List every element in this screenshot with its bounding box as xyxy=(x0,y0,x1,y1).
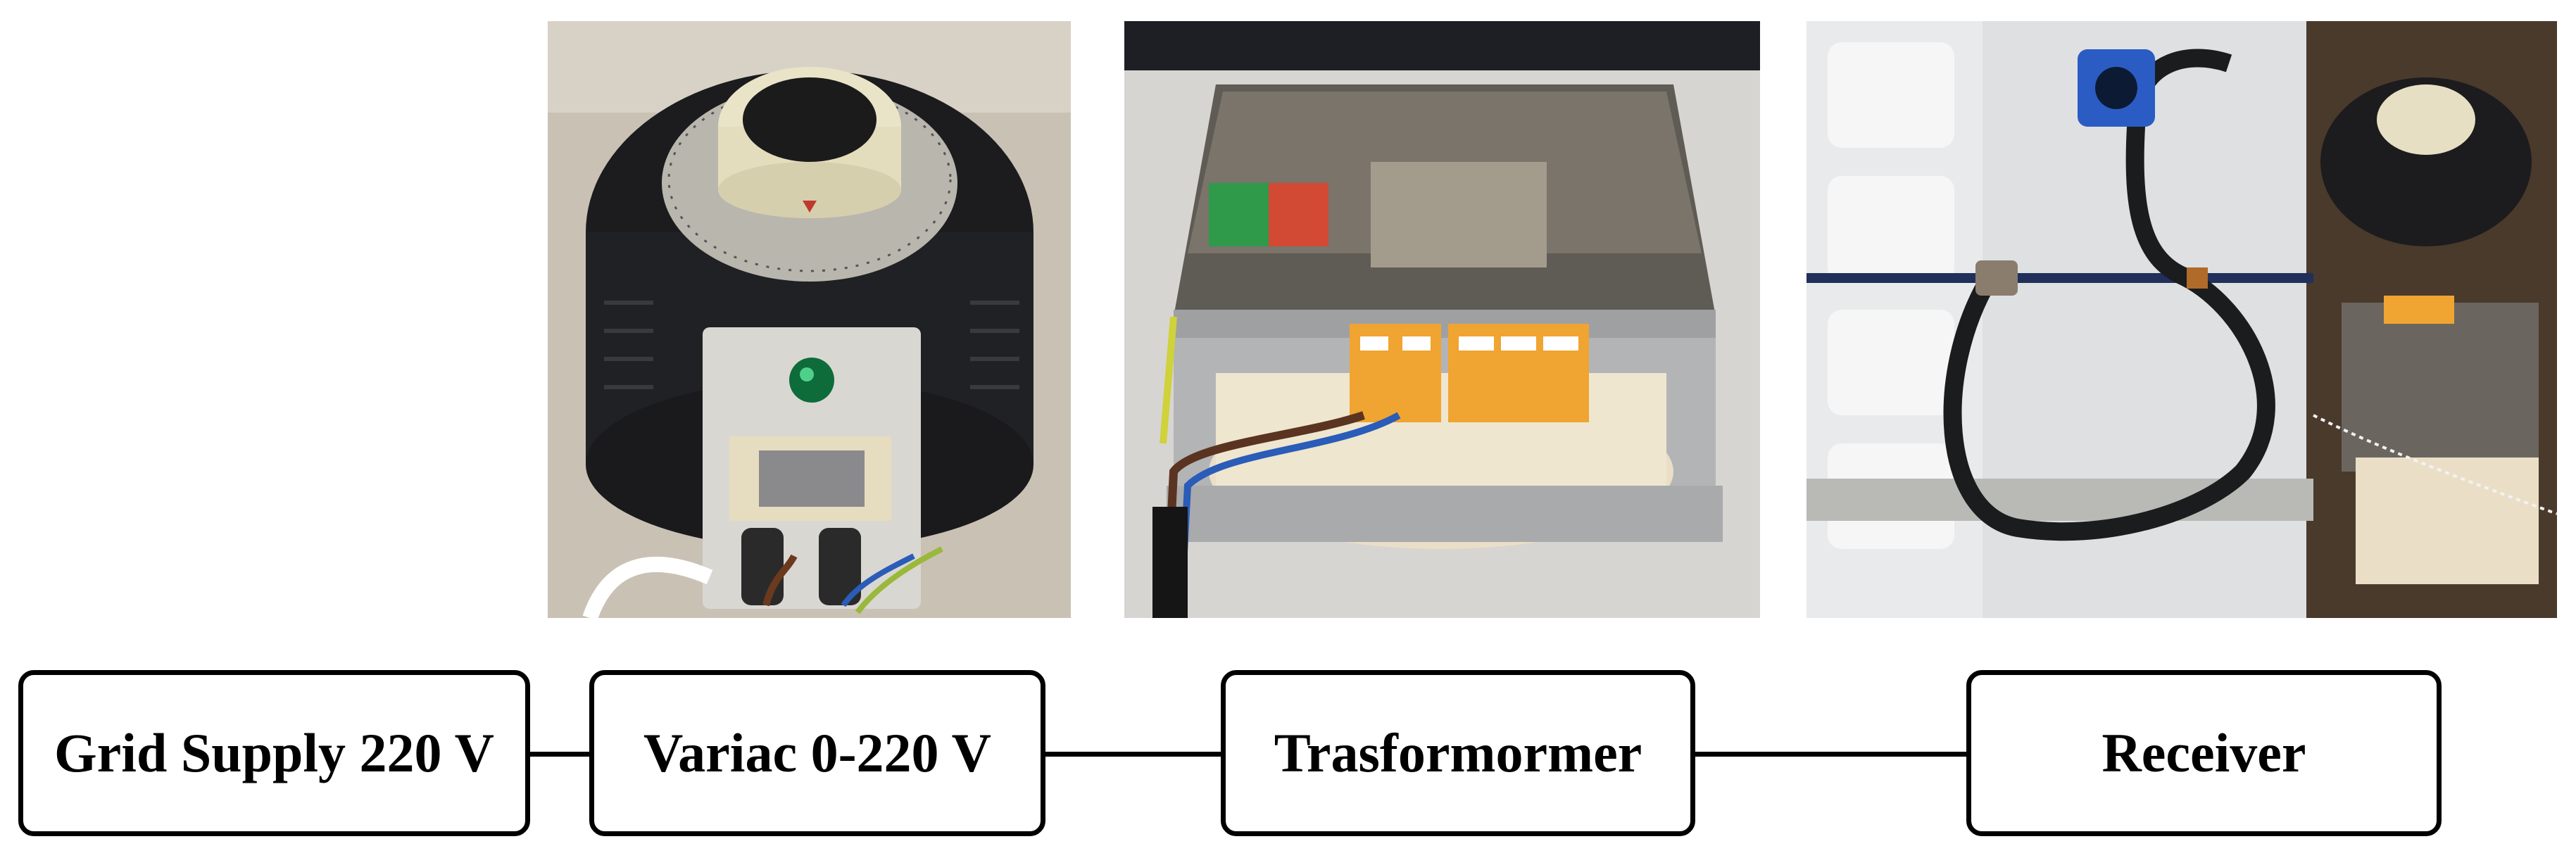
connector-grid-to-variac xyxy=(530,752,589,757)
variac-block: Variac 0-220 V xyxy=(589,670,1045,836)
grid-supply-block: Grid Supply 220 V xyxy=(18,670,530,836)
receiver-photo xyxy=(1807,21,2557,618)
connector-transformer-to-receiver xyxy=(1695,752,1966,757)
variac-photo xyxy=(548,21,1071,618)
grid-supply-label: Grid Supply 220 V xyxy=(54,722,494,783)
transformer-label: Trasformormer xyxy=(1274,722,1642,783)
receiver-label: Receiver xyxy=(2101,722,2306,783)
receiver-block: Receiver xyxy=(1966,670,2442,836)
transformer-illustration xyxy=(1124,21,1760,618)
transformer-block: Trasformormer xyxy=(1221,670,1695,836)
variac-illustration xyxy=(548,21,1071,618)
receiver-illustration xyxy=(1807,21,2557,618)
variac-label: Variac 0-220 V xyxy=(643,722,991,783)
connector-variac-to-transformer xyxy=(1045,752,1221,757)
transformer-photo xyxy=(1124,21,1760,618)
